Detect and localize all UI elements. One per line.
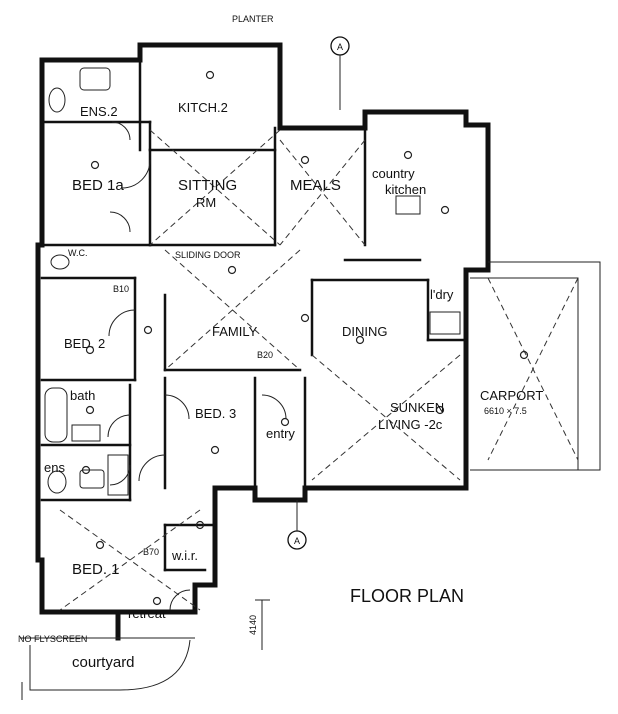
room-label-wc: W.C. — [68, 248, 88, 258]
room-label-entry: entry — [266, 426, 295, 441]
room-label-bath: bath — [70, 388, 95, 403]
svg-text:PLANTER: PLANTER — [232, 14, 274, 24]
svg-text:B20: B20 — [257, 350, 273, 360]
drawing-title: FLOOR PLAN — [350, 586, 464, 606]
fixtures — [44, 67, 461, 496]
room-label-sitting: SITTING — [178, 177, 237, 194]
svg-text:4140: 4140 — [248, 615, 258, 635]
room-label-dining: DINING — [342, 324, 388, 339]
room-label-bed3: BED. 3 — [195, 406, 236, 421]
section-marker-top: A — [330, 36, 350, 110]
room-label-kitch2: KITCH.2 — [178, 100, 228, 115]
room-labels: ENS.2 KITCH.2 BED 1a SITTING RM MEALS co… — [44, 100, 543, 671]
dimension-mark: 4140 — [248, 599, 270, 650]
svg-text:NO FLYSCREEN: NO FLYSCREEN — [18, 634, 87, 644]
door-swings — [107, 121, 287, 611]
room-label-sitting-rm: RM — [196, 195, 216, 210]
room-label-bed2: BED. 2 — [64, 336, 105, 351]
interior-walls — [40, 58, 468, 572]
svg-text:A: A — [337, 42, 343, 52]
room-label-bed1a: BED 1a — [72, 177, 124, 194]
room-label-meals: MEALS — [290, 177, 341, 194]
room-label-ldry: l'dry — [430, 287, 454, 302]
svg-text:B70: B70 — [143, 547, 159, 557]
svg-text:B10: B10 — [113, 284, 129, 294]
room-label-sunken: SUNKEN — [390, 400, 444, 415]
svg-text:A: A — [294, 536, 300, 546]
room-label-living: LIVING -2c — [378, 417, 443, 432]
room-label-family: FAMILY — [212, 324, 258, 339]
carport-outline — [470, 261, 601, 471]
room-label-ens: ens — [44, 460, 65, 475]
room-label-country: country — [372, 166, 415, 181]
room-label-retreat: retreat — [128, 606, 166, 621]
room-label-bed1: BED. 1 — [72, 561, 120, 578]
svg-text:SLIDING DOOR: SLIDING DOOR — [175, 250, 241, 260]
courtyard-outline — [20, 637, 195, 700]
room-label-carport: CARPORT — [480, 388, 543, 403]
exterior-walls — [35, 42, 491, 641]
carport-size-note: 6610 × 7.5 — [484, 406, 527, 416]
ceiling-lines — [59, 129, 461, 611]
annotations: PLANTER B10 B20 B70 SLIDING DOOR NO FLYS… — [18, 14, 274, 644]
section-marker-bottom: A — [287, 500, 307, 550]
room-label-wir: w.i.r. — [171, 548, 198, 563]
room-label-ens2: ENS.2 — [80, 104, 118, 119]
room-label-kitchen: kitchen — [385, 182, 426, 197]
room-label-courtyard: courtyard — [72, 654, 135, 671]
